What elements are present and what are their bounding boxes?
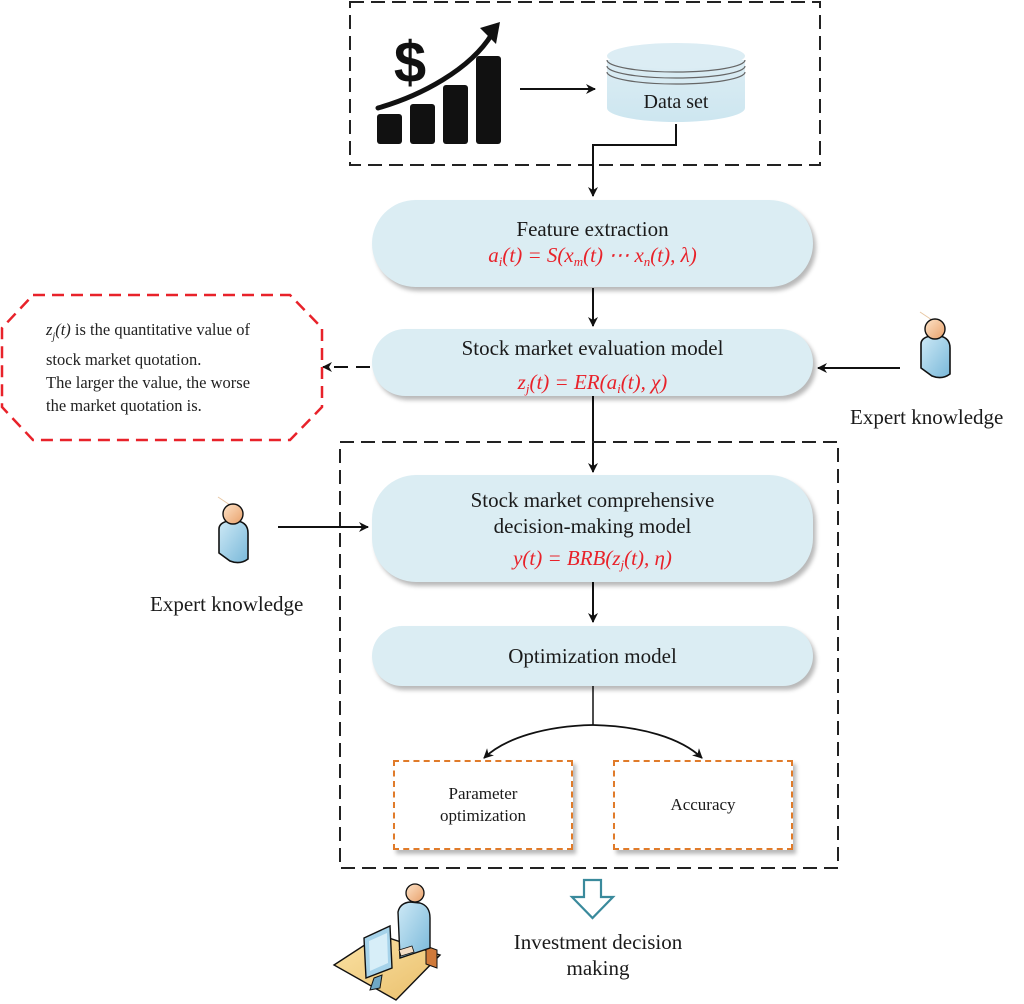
evaluation-model-title: Stock market evaluation model — [461, 336, 724, 360]
arrow-to-accuracy — [592, 724, 703, 759]
decision-model-title-line1: Stock market comprehensive — [470, 488, 715, 512]
decision-model-formula: y(t) = BRB(zj(t), η) — [513, 546, 672, 572]
dataset-label: Data set — [643, 91, 709, 113]
svg-text:$: $ — [394, 30, 426, 95]
data-source-frame — [349, 1, 821, 166]
expert-knowledge-label-left: Expert knowledge — [150, 592, 304, 616]
stock-growth-chart-icon: $ — [375, 22, 501, 144]
evaluation-model-formula: zj(t) = ER(ai(t), χ) — [517, 370, 668, 396]
expert-person-icon — [919, 311, 951, 379]
optimization-model-node[interactable]: Optimization model — [372, 626, 813, 686]
decision-model-node[interactable]: Stock market comprehensive decision-maki… — [372, 475, 813, 582]
investor-at-computer-icon — [332, 883, 442, 1001]
investment-decision-label: Investment decision making — [513, 930, 683, 980]
expert-knowledge-label-right: Expert knowledge — [850, 405, 1004, 429]
note-text: zj(t) is the quantitative value of stock… — [46, 320, 251, 416]
feature-extraction-node[interactable]: Feature extraction ai(t) = S(xm(t) ⋯ xn(… — [372, 200, 813, 287]
database-icon — [606, 43, 746, 122]
accuracy-box[interactable]: Accuracy — [613, 760, 793, 850]
optimization-model-title: Optimization model — [508, 644, 677, 668]
evaluation-model-node[interactable]: Stock market evaluation model zj(t) = ER… — [372, 329, 813, 396]
decision-model-title-line2: decision-making model — [493, 514, 692, 538]
hollow-down-arrow-icon — [569, 878, 616, 920]
feature-extraction-title: Feature extraction — [516, 217, 669, 241]
note-frame — [0, 293, 324, 442]
expert-person-icon — [217, 496, 249, 564]
arrow-dataset-to-feature — [588, 124, 677, 197]
feature-extraction-formula: ai(t) = S(xm(t) ⋯ xn(t), λ) — [488, 243, 697, 269]
arrow-to-parameter-optimization — [483, 724, 594, 759]
